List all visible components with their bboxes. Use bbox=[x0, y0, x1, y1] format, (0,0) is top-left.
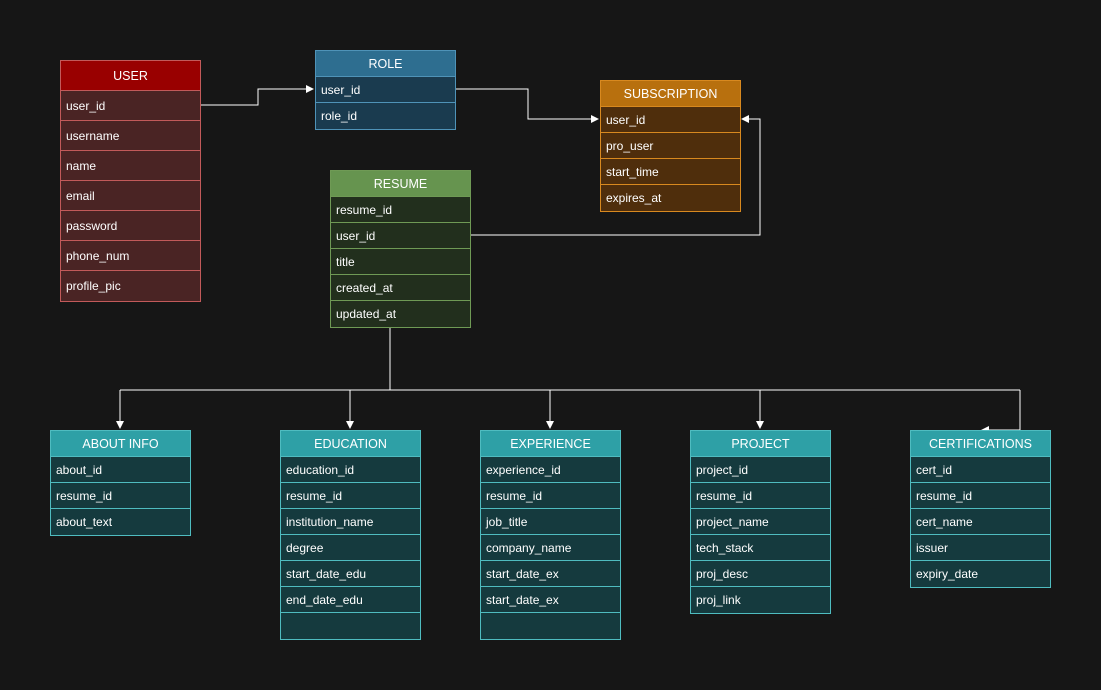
entity-field[interactable]: expiry_date bbox=[916, 567, 979, 581]
entity-title: ABOUT INFO bbox=[51, 431, 190, 457]
entity-field[interactable]: end_date_edu bbox=[281, 587, 420, 613]
edge-role-to-subscription bbox=[455, 88, 599, 123]
entity-field[interactable]: issuer bbox=[911, 535, 1050, 561]
entity-title: ROLE bbox=[316, 51, 455, 77]
entity-field[interactable]: resume_id bbox=[281, 483, 420, 509]
entity-field[interactable]: cert_name bbox=[911, 509, 1050, 535]
entity-field[interactable]: expires_at bbox=[606, 191, 662, 205]
entity-title: RESUME bbox=[331, 171, 470, 197]
entity-field[interactable]: proj_desc bbox=[691, 561, 830, 587]
entity-field[interactable]: company_name bbox=[481, 535, 620, 561]
entity-field[interactable]: user_id bbox=[61, 91, 200, 121]
entity-field[interactable]: phone_num bbox=[61, 241, 200, 271]
entity-field[interactable]: name bbox=[61, 151, 200, 181]
entity-field[interactable]: email bbox=[61, 181, 200, 211]
entity-field[interactable]: pro_user bbox=[601, 133, 740, 159]
entity-title: SUBSCRIPTION bbox=[601, 81, 740, 107]
entity-field[interactable]: user_id bbox=[316, 77, 455, 103]
entity-field[interactable]: about_id bbox=[51, 457, 190, 483]
entity-title: EXPERIENCE bbox=[481, 431, 620, 457]
entity-field[interactable]: start_date_ex bbox=[481, 587, 620, 613]
entity-field[interactable]: project_name bbox=[691, 509, 830, 535]
entity-title: EDUCATION bbox=[281, 431, 420, 457]
entity-field[interactable]: degree bbox=[281, 535, 420, 561]
entity-title: PROJECT bbox=[691, 431, 830, 457]
entity-field[interactable] bbox=[481, 613, 620, 639]
entity-field[interactable]: resume_id bbox=[331, 197, 470, 223]
edge-user-to-role bbox=[201, 85, 314, 106]
entity-field[interactable]: resume_id bbox=[481, 483, 620, 509]
entity-title: CERTIFICATIONS bbox=[911, 431, 1050, 457]
entity-field[interactable]: tech_stack bbox=[691, 535, 830, 561]
entity-field[interactable]: experience_id bbox=[481, 457, 620, 483]
entity-field[interactable]: user_id bbox=[331, 223, 470, 249]
edge-resume-to-certifications bbox=[981, 390, 1021, 434]
entity-field[interactable]: start_date_edu bbox=[281, 561, 420, 587]
entity-field[interactable]: resume_id bbox=[51, 483, 190, 509]
entity-field[interactable]: cert_id bbox=[911, 457, 1050, 483]
entity-field[interactable]: role_id bbox=[321, 109, 358, 123]
entity-title: USER bbox=[61, 61, 200, 91]
entity-field[interactable]: user_id bbox=[601, 107, 740, 133]
entity-field[interactable]: password bbox=[61, 211, 200, 241]
entity-field[interactable]: profile_pic bbox=[66, 279, 121, 293]
entity-field[interactable]: resume_id bbox=[911, 483, 1050, 509]
entity-field[interactable]: project_id bbox=[691, 457, 830, 483]
entity-field[interactable]: updated_at bbox=[336, 307, 397, 321]
entity-field[interactable]: proj_link bbox=[696, 593, 741, 607]
entity-field[interactable]: start_date_ex bbox=[481, 561, 620, 587]
entity-field[interactable]: title bbox=[331, 249, 470, 275]
entity-field[interactable]: job_title bbox=[481, 509, 620, 535]
entity-field[interactable]: about_text bbox=[56, 515, 113, 529]
entity-field[interactable]: username bbox=[61, 121, 200, 151]
entity-field[interactable]: institution_name bbox=[281, 509, 420, 535]
entity-field[interactable]: resume_id bbox=[691, 483, 830, 509]
entity-field[interactable]: education_id bbox=[281, 457, 420, 483]
entity-field[interactable]: start_time bbox=[601, 159, 740, 185]
entity-field[interactable] bbox=[281, 613, 420, 639]
entity-field[interactable]: created_at bbox=[331, 275, 470, 301]
